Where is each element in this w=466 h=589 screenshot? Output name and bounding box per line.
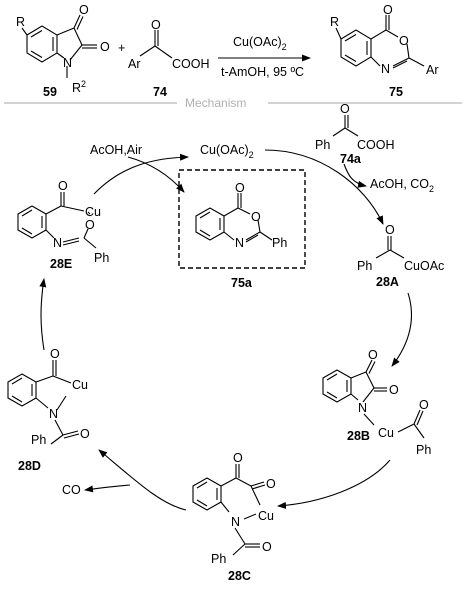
intermediate-28A-structure: O Ph CuOAc 28A	[357, 223, 444, 289]
phenyl-group: Ph	[31, 433, 46, 447]
oxygen-atom: O	[262, 540, 272, 554]
oxygen-atom: O	[151, 18, 161, 32]
oxygen-atom: O	[235, 181, 245, 195]
conditions-label: t-AmOH, 95 ºC	[221, 65, 304, 79]
compound-label-28C: 28C	[228, 569, 251, 583]
intermediate-28E-structure: O Cu O N Ph 28E	[17, 179, 109, 271]
compound-label-75a: 75a	[231, 276, 253, 290]
oxygen-atom: O	[85, 218, 95, 232]
oxygen-atom: O	[385, 223, 395, 237]
copper-atom: Cu	[258, 509, 274, 523]
oxygen-atom: O	[58, 179, 68, 193]
compound-label-28E: 28E	[50, 257, 72, 271]
intermediate-28B-structure: O O N Cu O Ph 28B	[322, 348, 431, 457]
product-75a-structure: O O N Ph	[195, 181, 287, 250]
compound-label-28B: 28B	[347, 429, 370, 443]
compound-59-structure: R O O N R2 59	[16, 3, 110, 99]
aryl-group: Ar	[426, 63, 439, 77]
carboxyl-group: COOH	[172, 57, 210, 71]
aryl-group: Ar	[128, 57, 141, 71]
cycle-arrow-28D-to-28E	[39, 278, 47, 351]
phenyl-group: Ph	[94, 251, 109, 265]
acoh-air-label: AcOH,Air	[90, 143, 142, 157]
oxygen-atom: O	[383, 3, 393, 17]
compound-74-structure: Ar O COOH 74	[128, 18, 210, 99]
copper-atom: Cu	[72, 378, 88, 392]
copper-atom: Cu	[85, 205, 101, 219]
nitrogen-atom: N	[381, 62, 390, 76]
cycle-arrow-to-28A	[264, 149, 384, 225]
oxygen-atom: O	[80, 427, 90, 441]
mechanism-divider: Mechanism	[4, 96, 462, 110]
r2-group: R2	[72, 79, 86, 95]
byproducts-label: AcOH, CO2	[370, 177, 434, 194]
cuoac2-label: Cu(OAc)2	[200, 143, 254, 160]
compound-label-74a: 74a	[340, 152, 362, 166]
cycle-arrow-28E-to-cuoac2	[93, 153, 189, 195]
oxygen-atom: O	[389, 383, 399, 397]
copper-acetate-group: CuOAc	[404, 259, 444, 273]
compound-label-75: 75	[389, 85, 403, 99]
r-group: R	[16, 15, 25, 29]
compound-label-28D: 28D	[18, 459, 41, 473]
catalytic-cycle: AcOH,Air Cu(OAc)2 O Ph COOH 74a AcOH, CO…	[7, 102, 444, 583]
phenyl-group: Ph	[272, 236, 287, 250]
intermediate-28D-structure: O Cu N O Ph 28D	[7, 347, 90, 473]
catalyst-label: Cu(OAc)2	[233, 35, 287, 52]
nitrogen-atom: N	[358, 401, 367, 415]
overview-reaction: R O O N R2 59 + Ar O COOH 74 Cu(OAc)2 t-…	[16, 3, 439, 99]
byproduct-arrow	[343, 163, 367, 188]
nitrogen-atom: N	[235, 236, 244, 250]
nitrogen-atom: N	[231, 515, 240, 529]
oxygen-atom: O	[50, 347, 60, 361]
nitrogen-atom: N	[49, 407, 58, 421]
release-arrow-75a	[127, 156, 185, 193]
divider-label: Mechanism	[185, 96, 246, 110]
phenyl-group: Ph	[357, 259, 372, 273]
cycle-arrow-28C-to-28D	[98, 449, 187, 511]
oxygen-atom: O	[340, 102, 350, 116]
intermediate-28C-structure: O O Cu N O Ph 28C	[192, 451, 276, 583]
reagent-74a-structure: O Ph COOH 74a	[315, 102, 395, 166]
compound-75-structure: R O O N Ar 75	[330, 3, 439, 99]
oxygen-atom: O	[79, 3, 89, 17]
oxygen-atom: O	[233, 451, 243, 465]
r-group: R	[330, 15, 339, 29]
oxygen-atom: O	[399, 34, 409, 48]
carboxyl-group: COOH	[357, 138, 395, 152]
oxygen-atom: O	[368, 348, 378, 362]
phenyl-group: Ph	[211, 552, 226, 566]
oxygen-atom: O	[100, 40, 110, 54]
cycle-arrow-28A-to-28B	[391, 292, 413, 367]
nitrogen-atom: N	[63, 56, 72, 70]
plus-sign: +	[118, 41, 125, 55]
phenyl-group: Ph	[315, 138, 330, 152]
co-release-label: CO	[62, 483, 81, 497]
oxygen-atom: O	[419, 398, 429, 412]
oxygen-atom: O	[251, 210, 261, 224]
phenyl-group: Ph	[416, 443, 431, 457]
nitrogen-atom: N	[53, 236, 62, 250]
oxygen-atom: O	[266, 477, 276, 491]
compound-label-59: 59	[43, 85, 57, 99]
co-release-arrow	[84, 484, 131, 493]
compound-label-74: 74	[153, 85, 167, 99]
copper-atom: Cu	[378, 426, 394, 440]
cycle-arrow-28B-to-28C	[277, 459, 391, 509]
compound-label-28A: 28A	[376, 275, 399, 289]
